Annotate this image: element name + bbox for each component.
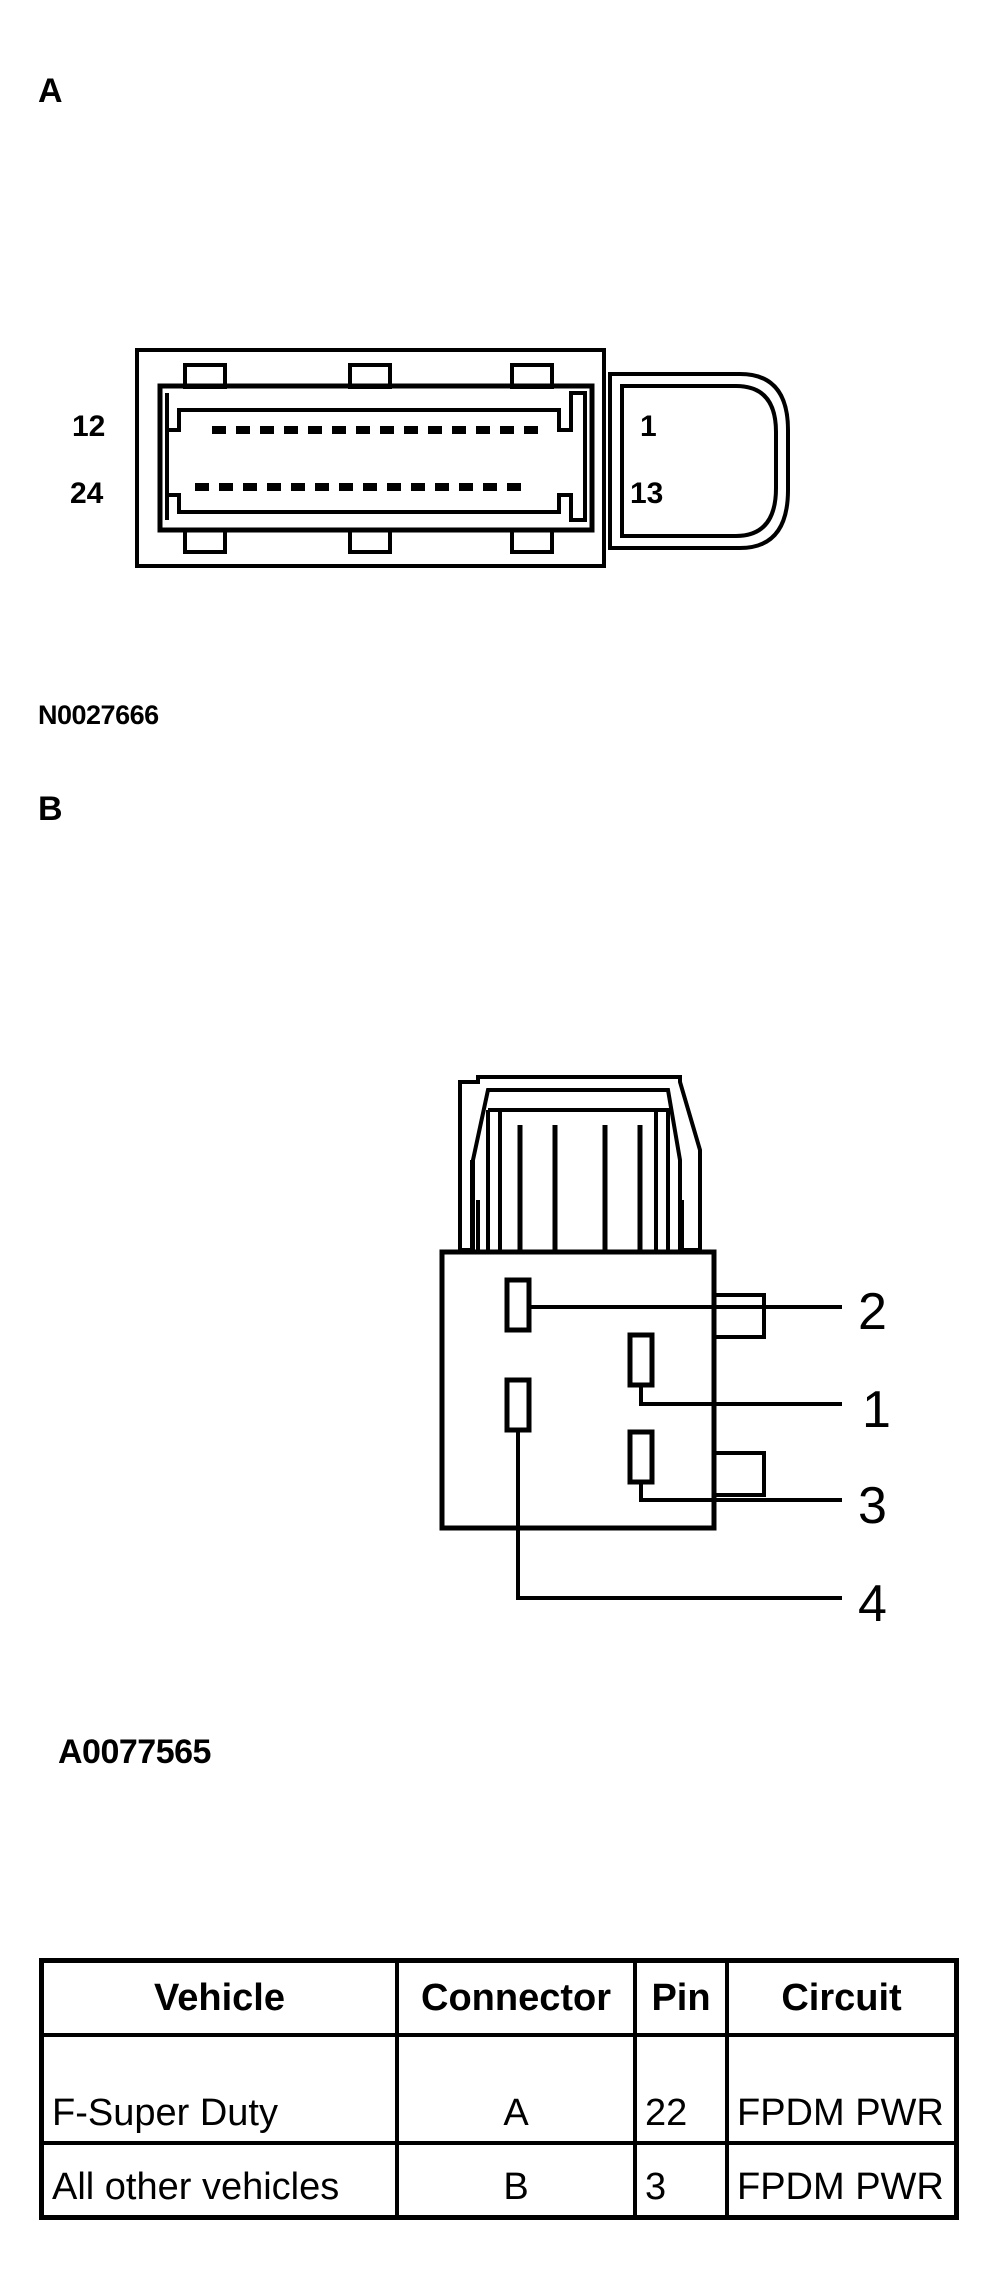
pin-label-4: 4 [858, 1575, 887, 1633]
cell-circuit: FPDM PWR [725, 2141, 959, 2220]
header-vehicle: Vehicle [39, 1958, 399, 2037]
table-row: All other vehicles B 3 FPDM PWR [39, 2141, 959, 2220]
pin-label-12: 12 [72, 410, 106, 443]
figure-id-b: A0077565 [58, 1733, 211, 1771]
cell-vehicle: F-Super Duty [39, 2033, 399, 2145]
section-b-letter: B [38, 790, 63, 828]
header-circuit: Circuit [725, 1958, 959, 2037]
table-header-row: Vehicle Connector Pin Circuit [39, 1958, 959, 2037]
pin-label-13: 13 [630, 477, 664, 510]
cell-connector: B [395, 2141, 637, 2220]
header-connector: Connector [395, 1958, 637, 2037]
table-row: F-Super Duty A 22 FPDM PWR [39, 2033, 959, 2145]
pin-circuit-table: Vehicle Connector Pin Circuit F-Super Du… [39, 1958, 959, 2220]
pin-label-1b: 1 [862, 1381, 891, 1439]
section-a-letter: A [38, 72, 63, 110]
figure-id-a: N0027666 [38, 700, 159, 730]
pin-label-24: 24 [70, 477, 104, 510]
cell-pin: 3 [633, 2141, 729, 2220]
pin-label-1: 1 [640, 410, 657, 443]
cell-vehicle: All other vehicles [39, 2141, 399, 2220]
pin-label-2: 2 [858, 1283, 887, 1341]
pin-label-3: 3 [858, 1477, 887, 1535]
cell-pin: 22 [633, 2033, 729, 2145]
cell-connector: A [395, 2033, 637, 2145]
header-pin: Pin [633, 1958, 729, 2037]
cell-circuit: FPDM PWR [725, 2033, 959, 2145]
